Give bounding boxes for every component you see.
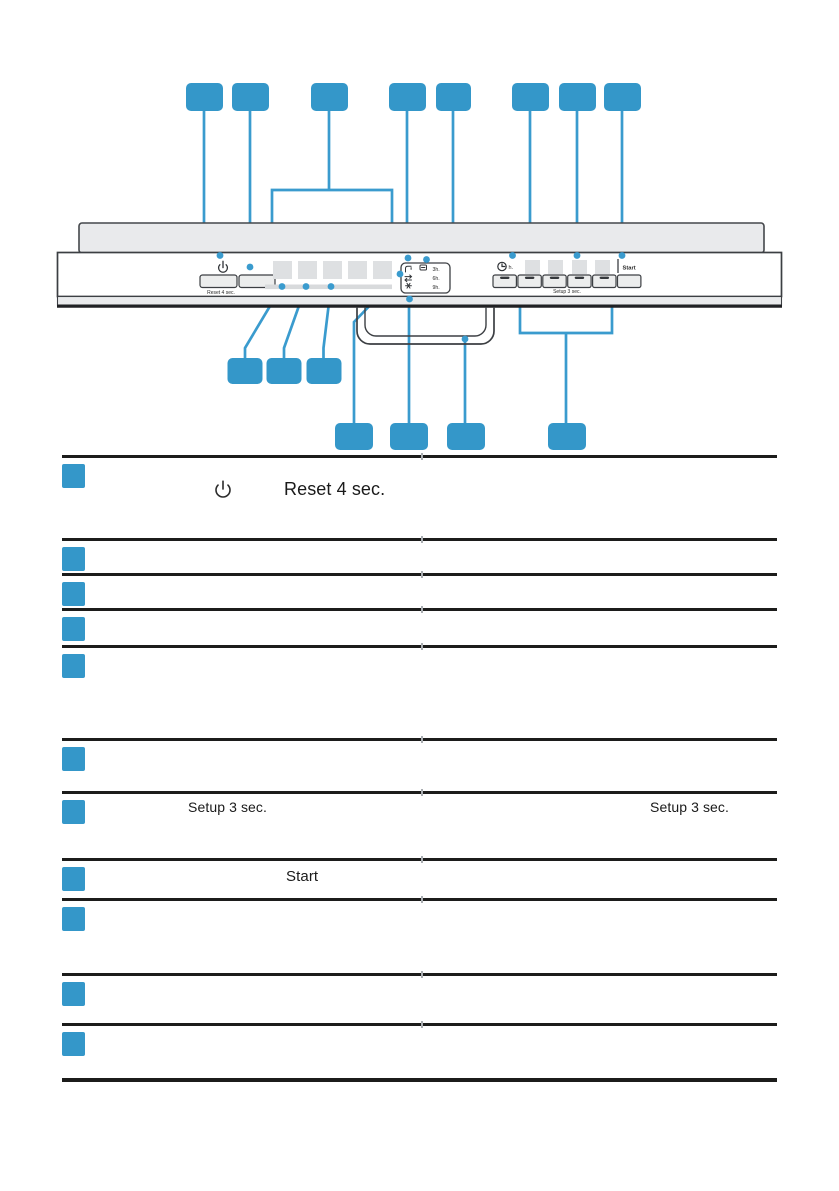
timer-clock-icon [497, 261, 507, 272]
table-row [62, 571, 777, 608]
start-panel-label: Start [623, 266, 636, 272]
callout-chip [62, 867, 85, 891]
option-button [567, 274, 592, 289]
callout-chip [62, 582, 85, 606]
callout-box [335, 423, 373, 450]
row-text-left: Setup 3 sec. [188, 799, 268, 815]
table-row [62, 971, 777, 1023]
callout-box [390, 423, 428, 450]
legend-table: Reset 4 sec. Setup 3 sec. Setup 3 sec. [62, 453, 777, 1082]
display-mini-icon-frame [419, 264, 427, 271]
option-button [517, 274, 542, 289]
table-row [62, 896, 777, 973]
callout-box [232, 83, 269, 111]
table-row [62, 643, 777, 738]
callout-chip [62, 1032, 85, 1056]
control-panel-diagram: Reset 4 sec. 3h. 6h. 9h. h. [56, 83, 783, 450]
callout-box [447, 423, 485, 450]
option-buttons [492, 274, 642, 289]
timer-unit-label: h. [509, 265, 514, 271]
callout-boxes-top [186, 83, 641, 111]
callout-chip [62, 982, 85, 1006]
callout-box [311, 83, 348, 111]
power-button [199, 274, 238, 289]
salt-refill-icon [405, 282, 412, 289]
callout-chip [62, 800, 85, 824]
row-text: Start [286, 868, 319, 885]
reset-hint-label: Reset 4 sec. [207, 290, 235, 296]
delay-time-labels: 3h. 6h. 9h. [433, 267, 440, 291]
callout-boxes-bottom [335, 423, 586, 450]
indicator-display [400, 262, 451, 294]
callout-box [548, 423, 586, 450]
delay-9h-label: 9h. [433, 285, 440, 291]
button-slots [500, 276, 610, 279]
option-button [542, 274, 567, 289]
option-indicator-windows [525, 260, 610, 274]
callout-chip [62, 654, 85, 678]
power-icon [217, 260, 229, 273]
callout-box [389, 83, 426, 111]
start-button [616, 274, 642, 289]
door-top-strip [56, 295, 783, 306]
table-row: Setup 3 sec. Setup 3 sec. [62, 789, 777, 858]
option-button [492, 274, 517, 289]
callout-box [227, 358, 263, 384]
callout-box [512, 83, 549, 111]
callout-box [186, 83, 223, 111]
row-text-right: Setup 3 sec. [650, 799, 730, 815]
setup-hint-label: Setup 3 sec. [553, 289, 581, 295]
callout-chip [62, 464, 85, 488]
table-row [62, 536, 777, 573]
delay-6h-label: 6h. [433, 276, 440, 282]
table-row: Start [62, 856, 777, 898]
callout-boxes-middle [227, 358, 342, 384]
option-button [591, 274, 617, 289]
rinse-aid-refill-icon [404, 274, 413, 283]
callout-box [436, 83, 471, 111]
table-row [62, 606, 777, 645]
row-text: Reset 4 sec. [284, 479, 386, 499]
reset-button [238, 274, 276, 289]
callout-box [604, 83, 641, 111]
callout-chip [62, 907, 85, 931]
delay-3h-label: 3h. [433, 267, 440, 273]
callout-chip [62, 747, 85, 771]
door-handle [356, 307, 495, 345]
callout-chip [62, 547, 85, 571]
callout-box [306, 358, 342, 384]
table-row [62, 1021, 777, 1078]
callout-chip [62, 617, 85, 641]
callout-box [559, 83, 596, 111]
worktop [78, 222, 765, 254]
table-row [62, 736, 777, 791]
callout-box [266, 358, 302, 384]
water-tap-icon [405, 265, 412, 273]
callout-dots [216, 252, 626, 343]
power-icon [215, 480, 231, 498]
table-row: Reset 4 sec. [62, 453, 777, 538]
program-indicator-windows [273, 261, 392, 279]
